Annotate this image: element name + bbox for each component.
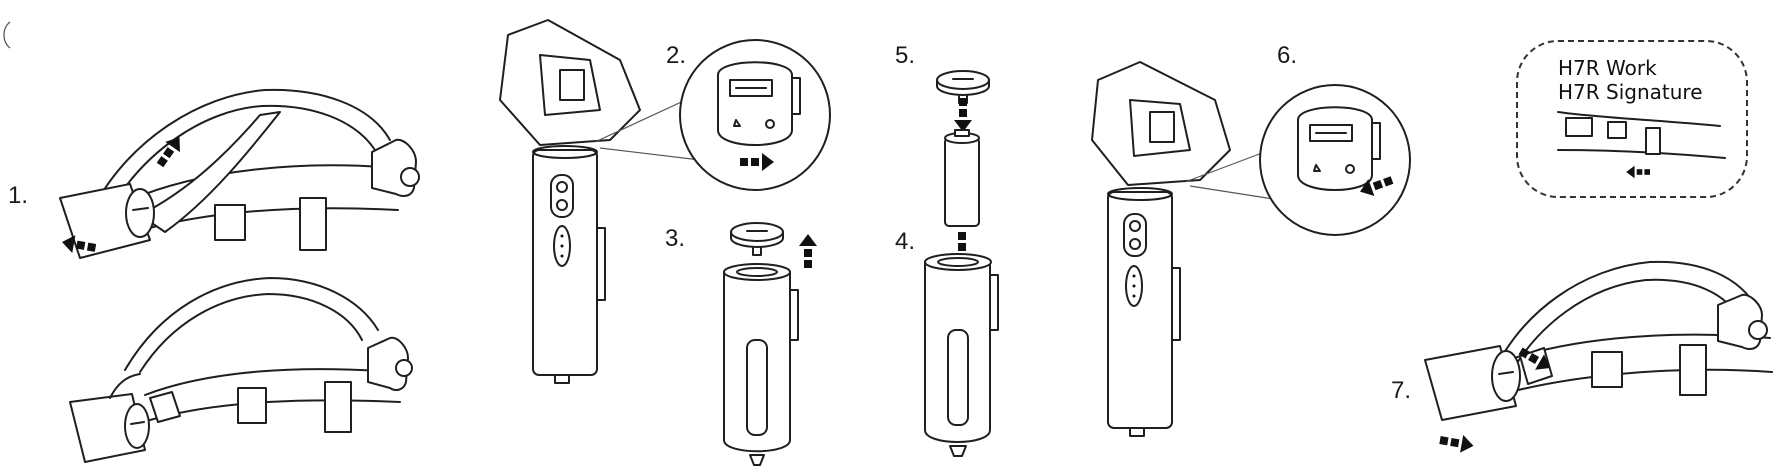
model-name-work: H7R Work — [1558, 56, 1657, 80]
headlamp-step1-top — [59, 88, 420, 259]
battery-pack-step6 — [1091, 61, 1281, 437]
cap-zoom-step6 — [1259, 84, 1411, 236]
headlamp-step1-bottom — [69, 277, 413, 463]
step-number-5: 5. — [895, 42, 916, 69]
model-inset-illustration — [1557, 111, 1726, 179]
model-name-signature: H7R Signature — [1558, 80, 1703, 104]
step-number-7: 7. — [1391, 377, 1412, 404]
battery-tube-step3 — [723, 222, 817, 466]
step-number-4: 4. — [895, 228, 916, 255]
model-callout-box: H7R Work H7R Signature — [1516, 40, 1748, 198]
edge-mark — [3, 21, 11, 49]
step-number-6: 6. — [1277, 42, 1298, 69]
battery-pack-step2 — [499, 19, 701, 384]
battery-tube-step4 — [924, 253, 999, 457]
step-number-3: 3. — [665, 225, 686, 252]
headlamp-step7 — [1424, 260, 1773, 455]
battery-cell-step5 — [936, 70, 990, 266]
step-number-1: 1. — [8, 182, 29, 209]
cap-zoom-step2 — [679, 39, 831, 191]
step-number-2: 2. — [666, 42, 687, 69]
